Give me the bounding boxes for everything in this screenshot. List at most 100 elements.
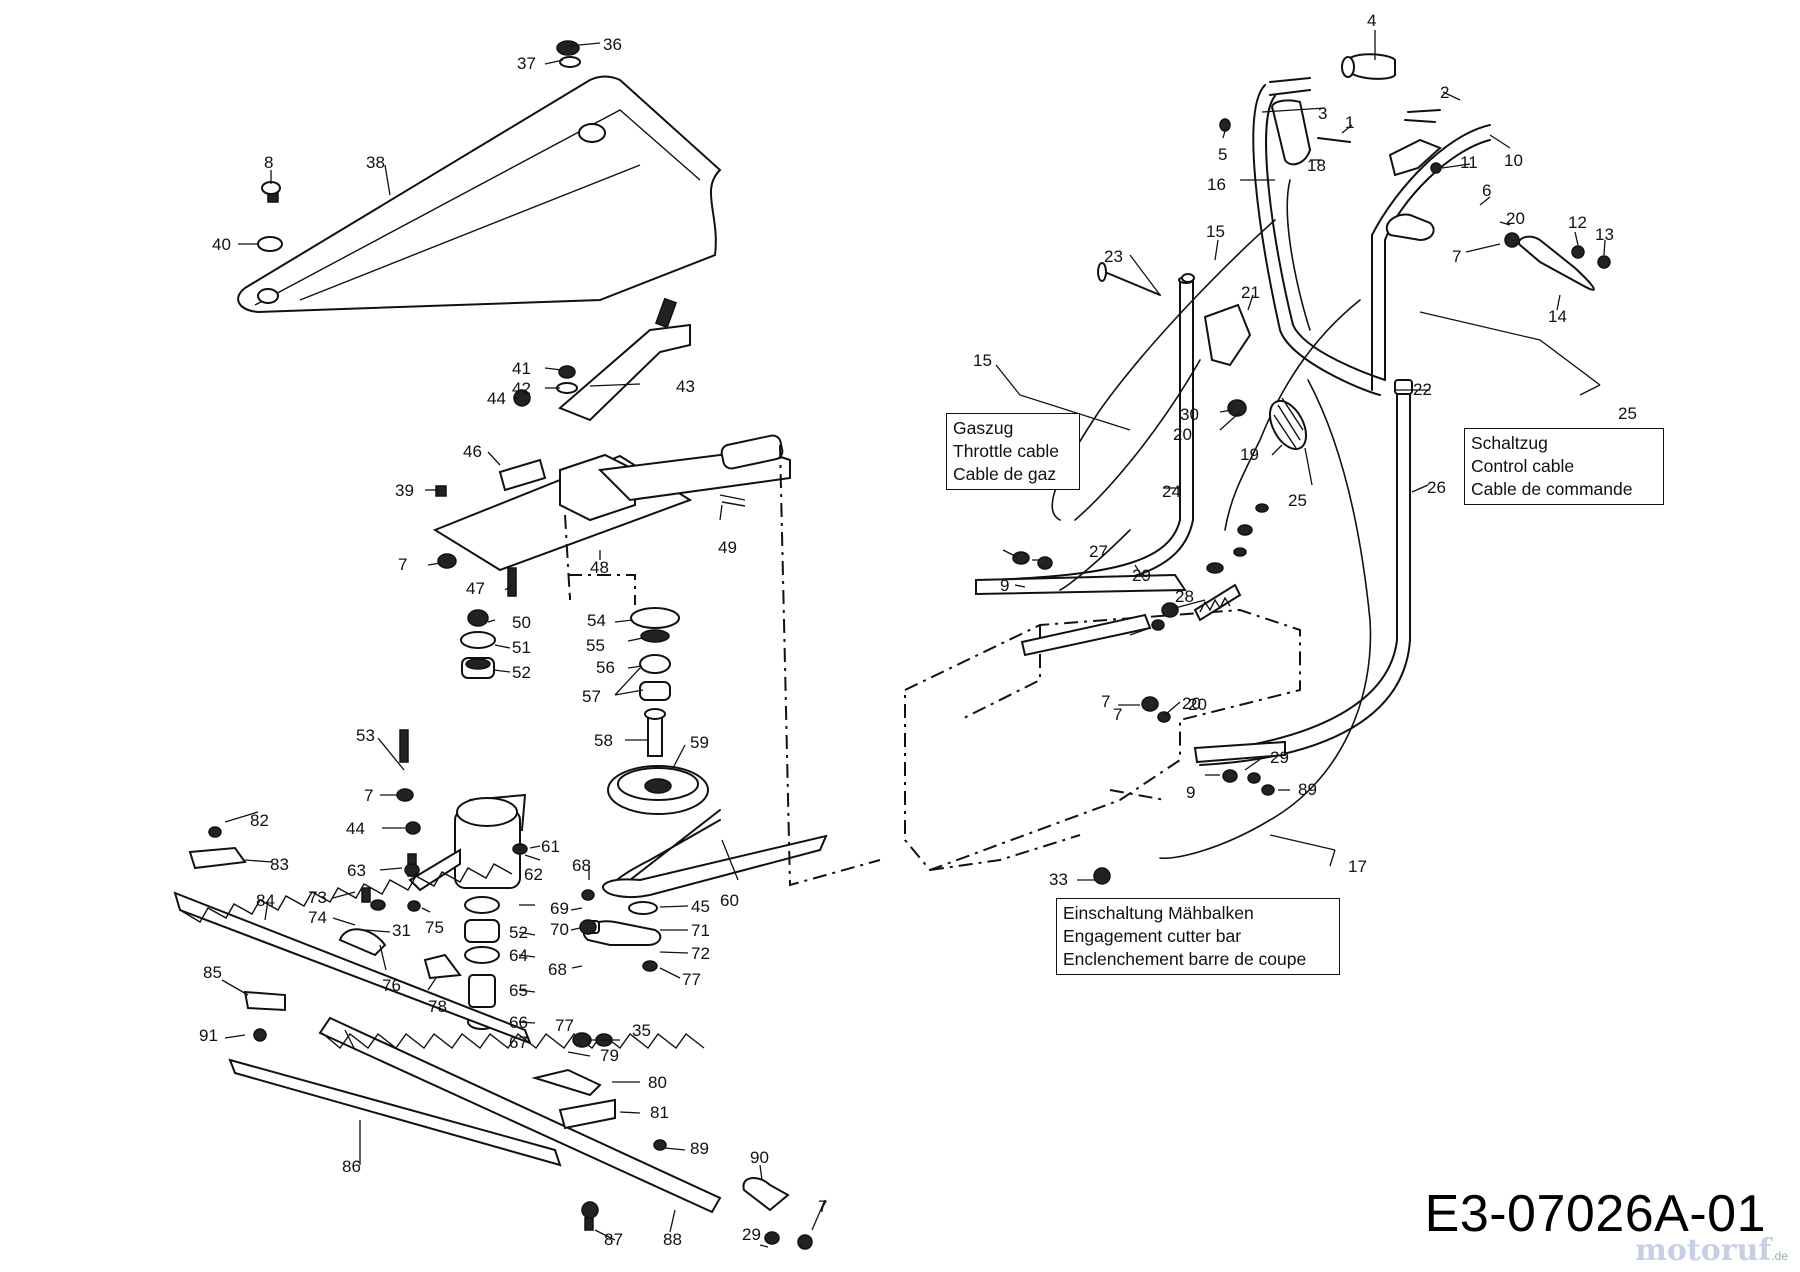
part-label: 7	[818, 1197, 827, 1216]
part-label: 59	[690, 733, 709, 752]
part-label: 77	[555, 1016, 574, 1035]
part-label: 65	[509, 981, 528, 1000]
part-label: 9	[1000, 576, 1009, 595]
part-label: 49	[718, 538, 737, 557]
part-label: 5	[1218, 145, 1227, 164]
part-label: 47	[466, 579, 485, 598]
part-label: 52	[509, 923, 528, 942]
part-label: 33	[1049, 870, 1068, 889]
pulley-belt-shape	[602, 765, 828, 899]
part-label: 17	[1348, 857, 1367, 876]
part-label: 89	[1298, 780, 1317, 799]
part-label: 7	[364, 786, 373, 805]
part-label: 13	[1595, 225, 1614, 244]
part-label: 11	[1460, 153, 1478, 172]
part-label: 25	[1288, 491, 1307, 510]
part-label: 40	[212, 235, 231, 254]
part-label: 9	[1186, 783, 1195, 802]
part-label: 89	[690, 1139, 709, 1158]
part-label: 38	[366, 153, 385, 172]
part-label: 53	[356, 726, 375, 745]
cover-hood-shape	[237, 75, 722, 314]
part-label: 46	[463, 442, 482, 461]
gearbox-frame-shape	[432, 297, 791, 597]
legend-engagement-de: Einschaltung Mähbalken	[1063, 903, 1254, 923]
part-label: 81	[650, 1103, 669, 1122]
engine-chassis-shape	[904, 608, 1301, 872]
part-label: 91	[199, 1026, 218, 1045]
part-label: 30	[1180, 405, 1199, 424]
legend-control-de: Schaltzug	[1471, 433, 1548, 453]
part-label: 24	[1162, 482, 1181, 501]
part-label: 55	[586, 636, 605, 655]
part-label: 16	[1207, 175, 1226, 194]
part-label: 88	[663, 1230, 682, 1249]
part-label: 90	[750, 1148, 769, 1167]
part-label: 56	[596, 658, 615, 677]
part-label: 20	[1506, 209, 1525, 228]
part-label: 12	[1568, 213, 1587, 232]
part-label: 78	[428, 997, 447, 1016]
part-label: 44	[487, 389, 506, 408]
part-label: 85	[203, 963, 222, 982]
part-label: 21	[1241, 283, 1260, 302]
part-label: 14	[1548, 307, 1567, 326]
part-label: 25	[1618, 404, 1637, 423]
legend-throttle-fr: Cable de gaz	[953, 464, 1057, 484]
part-label: 76	[382, 976, 401, 995]
part-label: 51	[512, 638, 531, 657]
part-label: 29	[1270, 748, 1289, 767]
part-label: 80	[648, 1073, 667, 1092]
part-label: 77	[682, 970, 701, 989]
legend-throttle-en: Throttle cable	[953, 441, 1060, 461]
legend-control-fr: Cable de commande	[1471, 479, 1633, 499]
cutter-bar-shape	[173, 826, 813, 1250]
part-label: 66	[509, 1013, 528, 1032]
part-label: 26	[1427, 478, 1446, 497]
part-label: 82	[250, 811, 269, 830]
part-label: 7	[1452, 247, 1461, 266]
drawing-number: E3-07026A-01	[1424, 1185, 1766, 1243]
watermark-text: motoruf	[1635, 1233, 1772, 1268]
part-label: 61	[541, 837, 560, 856]
part-label: 60	[720, 891, 739, 910]
part-label: 45	[691, 897, 710, 916]
part-label: 41	[512, 359, 531, 378]
part-label: 20	[1182, 694, 1201, 713]
part-label: 48	[590, 558, 609, 577]
site-watermark: motoruf.de	[1635, 1233, 1788, 1268]
part-label: 71	[691, 921, 710, 940]
part-label: 15	[973, 351, 992, 370]
part-label: 75	[425, 918, 444, 937]
part-label: 64	[509, 946, 528, 965]
part-label: 43	[676, 377, 695, 396]
part-label: 69	[550, 899, 569, 918]
part-label: 86	[342, 1157, 361, 1176]
part-label: 67	[509, 1033, 528, 1052]
part-label: 7	[398, 555, 407, 574]
part-label: 29	[1132, 566, 1151, 585]
part-label: 3	[1318, 104, 1327, 123]
part-label: 54	[587, 611, 606, 630]
part-label: 18	[1307, 156, 1326, 175]
part-label: 20	[1188, 695, 1207, 714]
part-label: 10	[1504, 151, 1523, 170]
legend-control-en: Control cable	[1471, 456, 1575, 476]
part-label: 29	[742, 1225, 761, 1244]
part-label: 6	[1482, 181, 1491, 200]
part-label: 84	[256, 891, 275, 910]
part-label: 68	[548, 960, 567, 979]
part-label: 28	[1175, 587, 1194, 606]
part-label: 22	[1413, 380, 1432, 399]
legend-throttle-cable: Gaszug Throttle cable Cable de gaz	[946, 413, 1080, 490]
part-label: 39	[395, 481, 414, 500]
part-label: 19	[1240, 445, 1259, 464]
part-label: 27	[1089, 542, 1108, 561]
part-label: 58	[594, 731, 613, 750]
legend-engagement-fr: Enclenchement barre de coupe	[1063, 949, 1307, 969]
part-label: 52	[512, 663, 531, 682]
part-label: 15	[1206, 222, 1225, 241]
